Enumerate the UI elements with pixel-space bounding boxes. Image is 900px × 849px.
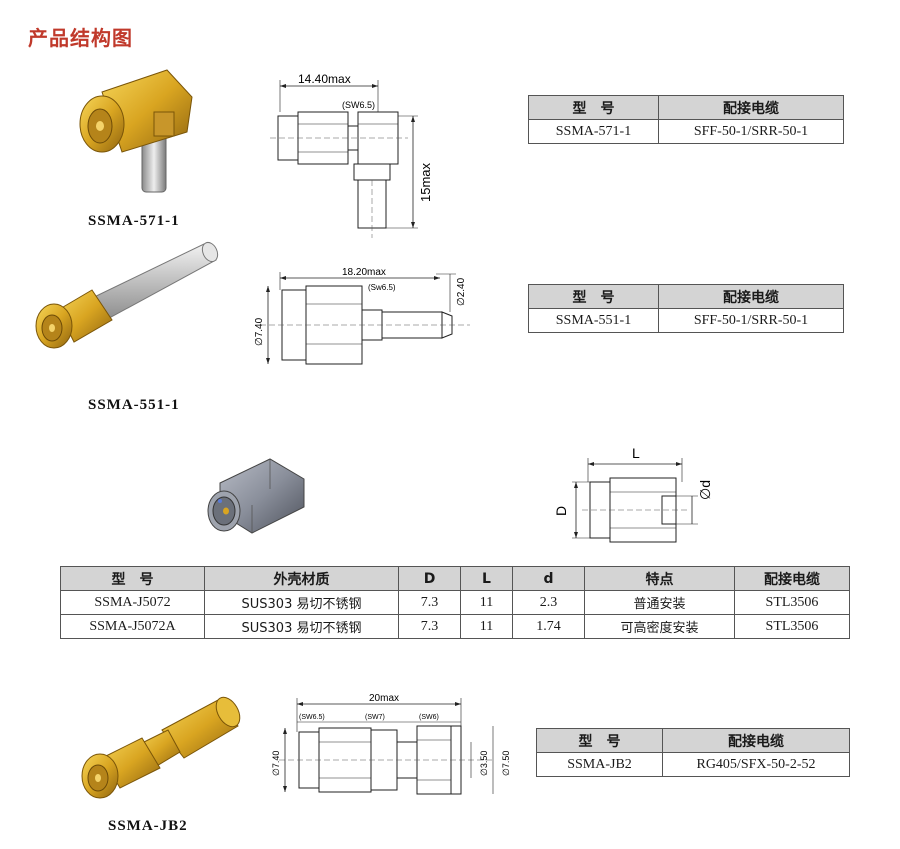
ssma-571-1-height-dim: 15max bbox=[418, 162, 433, 202]
ssma-jb2-sw3-dim: (SW6) bbox=[419, 714, 439, 721]
ssma-571-1-wrench-dim: (SW6.5) bbox=[342, 100, 375, 110]
table-cell: STL3506 bbox=[734, 590, 850, 615]
ssma-j5072-table: 型 号 外壳材质 D L d 特点 配接电缆 SSMA-J5072 SUS303… bbox=[60, 566, 850, 639]
ssma-jb2-drawing: 20max (SW6.5) (SW7) (SW6) ∅7.40 ∅3.50 ∅7… bbox=[271, 693, 511, 795]
cable-cell: SFF-50-1/SRR-50-1 bbox=[658, 308, 844, 333]
table-row: SSMA-J5072A SUS303 易切不锈钢 7.3 11 1.74 可高密… bbox=[60, 614, 850, 639]
table-cell: SUS303 易切不锈钢 bbox=[204, 590, 399, 615]
model-cell: SSMA-JB2 bbox=[536, 752, 663, 777]
table-header: D bbox=[398, 566, 461, 591]
table-row: SSMA-551-1 SFF-50-1/SRR-50-1 bbox=[528, 308, 844, 333]
ssma-551-1-dia-right-dim: ∅2.40 bbox=[456, 277, 467, 306]
ssma-571-1-table: 型 号 配接电缆 SSMA-571-1 SFF-50-1/SRR-50-1 bbox=[528, 95, 844, 144]
model-cell: SSMA-571-1 bbox=[528, 119, 659, 144]
table-header: 配接电缆 bbox=[734, 566, 850, 591]
ssma-j5072-length-dim: L bbox=[632, 445, 640, 461]
ssma-jb2-label: SSMA-JB2 bbox=[108, 818, 188, 834]
table-cell: SSMA-J5072 bbox=[60, 590, 205, 615]
table-cell: STL3506 bbox=[734, 614, 850, 639]
table-row: SSMA-571-1 SFF-50-1/SRR-50-1 bbox=[528, 119, 844, 144]
ssma-551-1-length-dim: 18.20max bbox=[342, 267, 386, 278]
page-title: 产品结构图 bbox=[28, 26, 133, 50]
table-cell: SSMA-J5072A bbox=[60, 614, 205, 639]
table-header-cable: 配接电缆 bbox=[658, 95, 844, 120]
cable-cell: SFF-50-1/SRR-50-1 bbox=[658, 119, 844, 144]
ssma-j5072-D-dim: D bbox=[553, 506, 569, 516]
table-cell: 7.3 bbox=[398, 614, 461, 639]
table-header: L bbox=[460, 566, 513, 591]
ssma-571-1-length-dim: 14.40max bbox=[298, 72, 351, 86]
table-header: 特点 bbox=[584, 566, 735, 591]
ssma-551-1-wrench-dim: (Sw6.5) bbox=[368, 283, 396, 292]
ssma-jb2-sw2-dim: (SW7) bbox=[365, 714, 385, 721]
ssma-jb2-length-dim: 20max bbox=[369, 693, 399, 704]
table-header-cable: 配接电缆 bbox=[658, 284, 844, 309]
table-cell: SUS303 易切不锈钢 bbox=[204, 614, 399, 639]
cable-cell: RG405/SFX-50-2-52 bbox=[662, 752, 850, 777]
table-row: SSMA-J5072 SUS303 易切不锈钢 7.3 11 2.3 普通安装 … bbox=[60, 590, 850, 615]
ssma-j5072-photo bbox=[207, 458, 305, 534]
table-header: 外壳材质 bbox=[204, 566, 399, 591]
table-header: 型 号 bbox=[60, 566, 205, 591]
ssma-jb2-table: 型 号 配接电缆 SSMA-JB2 RG405/SFX-50-2-52 bbox=[536, 728, 850, 777]
table-header-model: 型 号 bbox=[528, 284, 659, 309]
table-cell: 普通安装 bbox=[584, 590, 735, 615]
table-cell: 可高密度安装 bbox=[584, 614, 735, 639]
table-cell: 7.3 bbox=[398, 590, 461, 615]
model-cell: SSMA-551-1 bbox=[528, 308, 659, 333]
table-header-model: 型 号 bbox=[528, 95, 659, 120]
table-cell: 11 bbox=[460, 614, 513, 639]
ssma-551-1-drawing: 18.20max (Sw6.5) ∅7.40 ∅2.40 bbox=[254, 267, 470, 365]
ssma-551-1-table: 型 号 配接电缆 SSMA-551-1 SFF-50-1/SRR-50-1 bbox=[528, 284, 844, 333]
ssma-jb2-dia-left-dim: ∅7.40 bbox=[271, 751, 281, 776]
ssma-jb2-photo bbox=[81, 696, 241, 799]
ssma-551-1-dia-left-dim: ∅7.40 bbox=[254, 317, 265, 346]
ssma-551-1-label: SSMA-551-1 bbox=[88, 397, 180, 413]
table-header-cable: 配接电缆 bbox=[662, 728, 850, 753]
ssma-571-1-label: SSMA-571-1 bbox=[88, 213, 180, 229]
table-header-model: 型 号 bbox=[536, 728, 663, 753]
ssma-551-1-photo bbox=[35, 241, 219, 349]
ssma-571-1-photo bbox=[79, 69, 193, 193]
table-cell: 1.74 bbox=[512, 614, 585, 639]
table-header-row: 型 号 外壳材质 D L d 特点 配接电缆 bbox=[60, 566, 850, 591]
ssma-571-1-drawing: 14.40max (SW6.5) 15max bbox=[270, 72, 433, 238]
table-cell: 11 bbox=[460, 590, 513, 615]
ssma-jb2-dia-r2-dim: ∅7.50 bbox=[501, 751, 511, 776]
ssma-j5072-d-dim: ∅d bbox=[697, 480, 713, 500]
ssma-j5072-drawing: L D ∅d bbox=[553, 445, 713, 543]
table-cell: 2.3 bbox=[512, 590, 585, 615]
ssma-jb2-dia-r1-dim: ∅3.50 bbox=[479, 751, 489, 776]
table-row: SSMA-JB2 RG405/SFX-50-2-52 bbox=[536, 752, 850, 777]
table-header: d bbox=[512, 566, 585, 591]
ssma-jb2-sw1-dim: (SW6.5) bbox=[299, 714, 325, 721]
